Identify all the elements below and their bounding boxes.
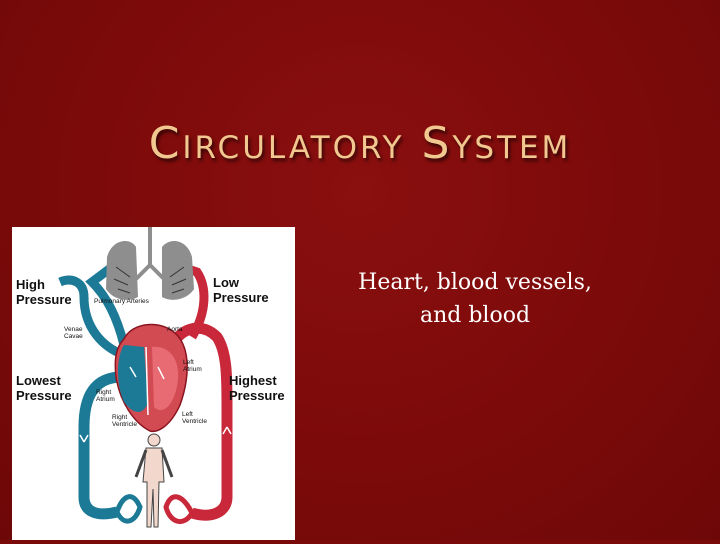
label-venae-cavae: Venae Cavae <box>64 326 83 340</box>
label-pulmonary-arteries: Pulmonary Arteries <box>94 298 149 305</box>
systemic-vein-left <box>58 275 126 360</box>
bronchi <box>134 263 166 281</box>
venae-cavae-vessel <box>78 371 123 520</box>
heart-right-side <box>118 345 148 412</box>
left-lung <box>106 241 138 300</box>
slide-title: Circulatory System <box>148 118 572 169</box>
pulmonary-artery-left <box>85 263 129 347</box>
lung-vessels-right <box>169 266 187 294</box>
heart-left-side <box>152 346 179 411</box>
right-lung <box>162 241 194 300</box>
label-aorta: Aorta <box>167 326 183 333</box>
label-lowest-pressure: Lowest Pressure <box>16 373 72 403</box>
circulatory-diagram: High Pressure Low Pressure Lowest Pressu… <box>12 227 295 540</box>
flow-arrow-right <box>222 426 232 435</box>
label-left-atrium: Left Atrium <box>183 359 202 373</box>
label-right-ventricle: Right Ventricle <box>112 414 137 428</box>
subtitle-line-2: and blood <box>419 303 531 328</box>
heart-septum <box>145 346 149 416</box>
capillary-bed-right <box>163 494 195 524</box>
trachea <box>148 227 152 267</box>
lung-vessels-left <box>113 266 131 294</box>
aorta-vessel <box>167 322 233 521</box>
flow-arrow-left <box>79 434 89 443</box>
human-arms <box>134 449 174 478</box>
label-low-pressure: Low Pressure <box>213 275 269 305</box>
human-body <box>142 447 165 528</box>
label-left-ventricle: Left Ventricle <box>182 411 207 425</box>
slide-subtitle: Heart, blood vessels, and blood <box>330 266 620 332</box>
label-highest-pressure: Highest Pressure <box>229 373 285 403</box>
label-high-pressure: High Pressure <box>16 277 72 307</box>
capillary-bed-left <box>114 494 143 524</box>
subtitle-line-1: Heart, blood vessels, <box>358 270 592 295</box>
human-head <box>147 433 161 447</box>
diagram-illustration <box>58 227 233 528</box>
heart-flow-arrow <box>129 366 165 380</box>
label-right-atrium: Right Atrium <box>96 389 115 403</box>
